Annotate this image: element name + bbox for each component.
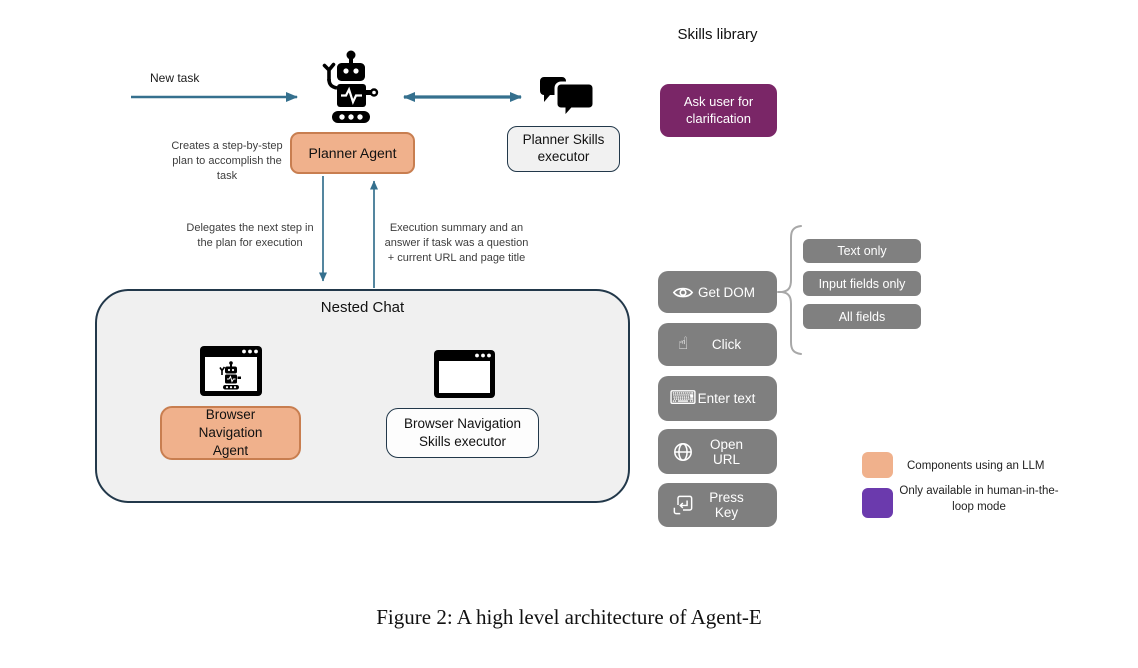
- get-dom-button: Get DOM: [658, 271, 777, 313]
- get-dom-option-all-fields: All fields: [803, 304, 921, 329]
- delegates-annotation: Delegates the next step in the plan for …: [186, 222, 314, 249]
- nested-chat-title: Nested Chat: [320, 299, 405, 316]
- figure-caption: Figure 2: A high level architecture of A…: [376, 605, 762, 629]
- chat-bubbles-icon: [540, 77, 596, 122]
- mini-robot-icon: [219, 361, 241, 390]
- hand-pointer-icon: ☝: [677, 334, 689, 354]
- press-key-label: Press Key: [709, 490, 744, 520]
- ask-user-clarification-box: Ask user for clarification: [660, 84, 777, 137]
- skills-library-title: Skills library: [677, 26, 758, 43]
- eye-icon: [670, 285, 696, 300]
- legend-llm-swatch: [862, 452, 893, 478]
- keyboard-icon: ⌨: [669, 387, 697, 409]
- open-url-button: Open URL: [658, 429, 777, 474]
- press-key-button: Press Key: [658, 483, 777, 527]
- enter-text-label: Enter text: [697, 391, 756, 406]
- new-task-label: New task: [150, 71, 200, 85]
- get-dom-option-text-only: Text only: [803, 239, 921, 263]
- planner-agent-note: Creates a step-by-step plan to accomplis…: [171, 140, 283, 182]
- get-dom-options-brace: [777, 225, 802, 355]
- get-dom-label: Get DOM: [697, 284, 755, 300]
- enter-text-button: ⌨ Enter text: [658, 376, 777, 421]
- execution-summary-annotation: Execution summary and an answer if task …: [384, 222, 529, 264]
- planner-agent-box: Planner Agent: [290, 132, 415, 174]
- planner-skills-executor-box: Planner Skills executor: [507, 126, 620, 172]
- browser-navigation-skills-executor-label: Browser Navigation Skills executor: [403, 415, 522, 449]
- ask-user-clarification-label: Ask user for clarification: [683, 93, 754, 126]
- browser-navigation-agent-label: Browser Navigation Agent: [198, 406, 263, 459]
- nested-chat-container: Nested Chat: [95, 289, 630, 503]
- legend-llm-label: Components using an LLM: [907, 460, 1045, 472]
- get-dom-option-input-fields-only: Input fields only: [803, 271, 921, 296]
- legend-hitl-swatch: [862, 488, 893, 518]
- enter-key-icon: [670, 495, 696, 515]
- legend-hitl-label: Only available in human-in-the-loop mode: [899, 485, 1059, 513]
- globe-icon: [670, 442, 696, 462]
- planner-skills-executor-label: Planner Skills executor: [522, 132, 605, 164]
- click-button: ☝ Click: [658, 323, 777, 366]
- robot-icon: [322, 50, 379, 123]
- open-url-label: Open URL: [709, 436, 744, 467]
- browser-navigation-skills-executor-box: Browser Navigation Skills executor: [386, 408, 539, 458]
- browser-navigation-agent-box: Browser Navigation Agent: [160, 406, 301, 460]
- browser-window-robot-icon: [200, 346, 262, 396]
- browser-window-icon: [434, 350, 495, 398]
- click-label: Click: [711, 337, 742, 352]
- planner-agent-label: Planner Agent: [308, 145, 397, 161]
